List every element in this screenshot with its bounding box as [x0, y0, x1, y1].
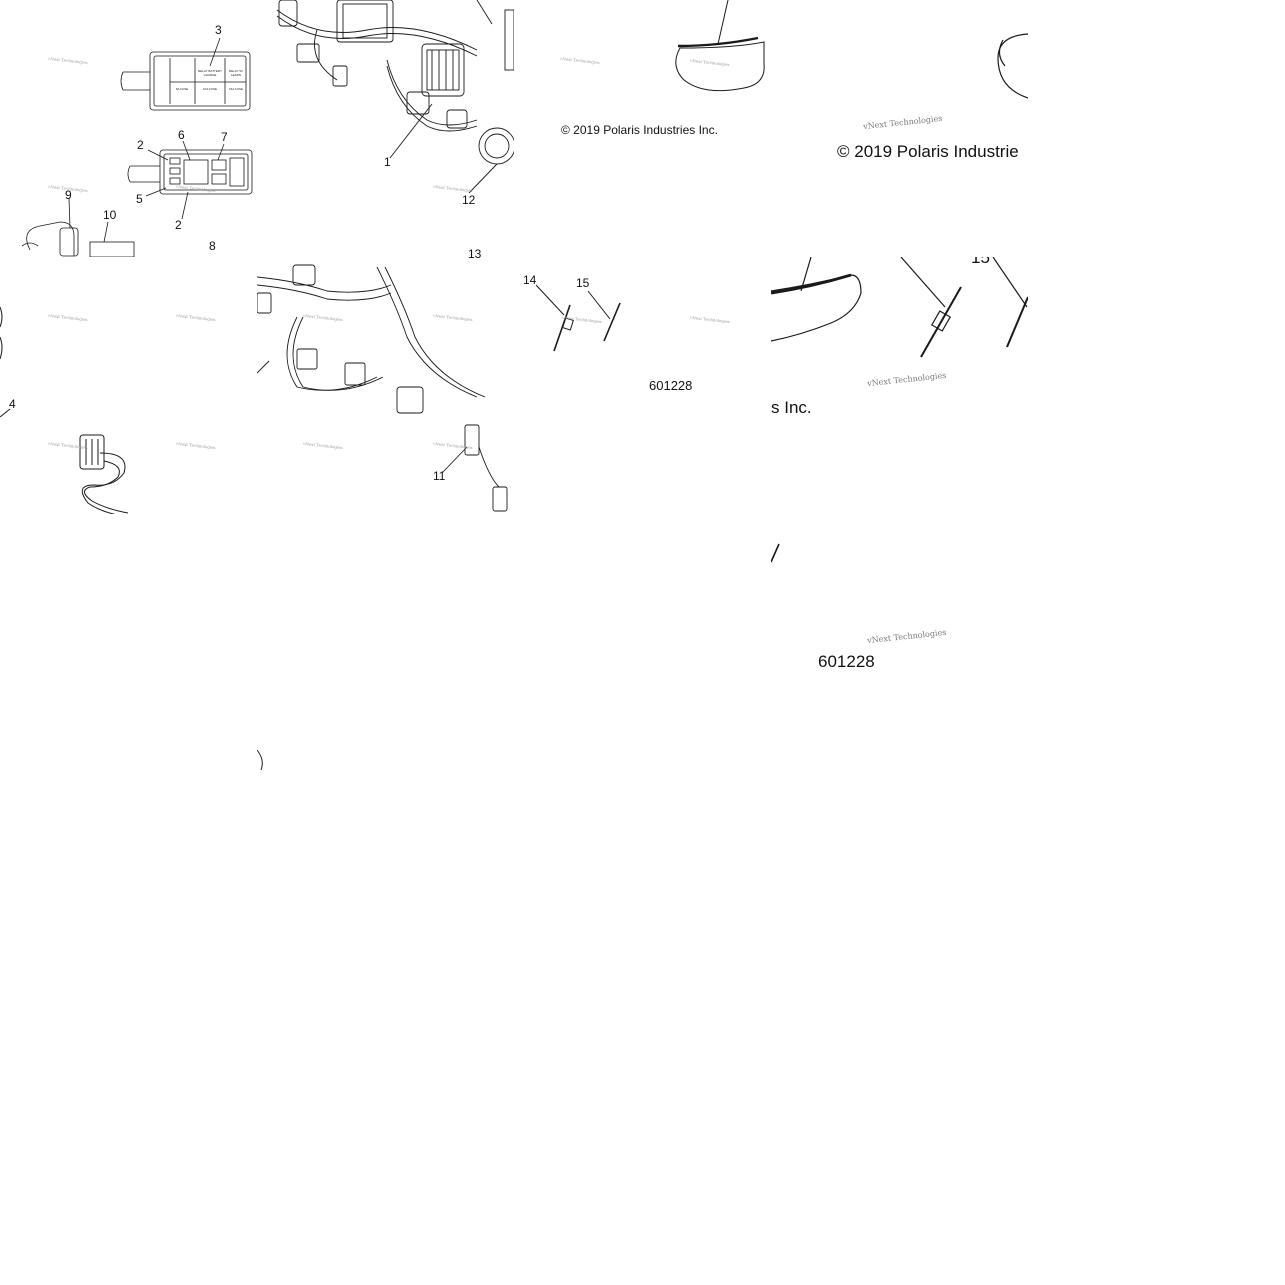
callout-9: 9	[65, 188, 72, 202]
callout-3: 3	[215, 23, 222, 37]
callout-1: 1	[384, 155, 391, 169]
fuse-label-3: 15A FUSE	[228, 87, 243, 91]
callout-4: 4	[9, 397, 16, 411]
callout-6: 6	[178, 128, 185, 142]
callout-13: 13	[468, 247, 482, 261]
callout-14: 14	[523, 273, 537, 287]
tile-connector: 4 vNext Technologies vNext Technologies …	[0, 257, 257, 514]
callout-10: 10	[103, 208, 117, 222]
harness-fragment	[257, 749, 263, 770]
callout-7: 7	[221, 130, 228, 144]
copyright-large-tail: s Inc.	[771, 398, 812, 417]
copyright-large: © 2019 Polaris Industrie	[837, 142, 1019, 161]
callout-12: 12	[462, 193, 476, 207]
tile-cable-ties: 14 15 vNext Technologies vNext Technolog…	[514, 257, 771, 514]
tile-harness-top: 1 12 vNext Technologies	[257, 0, 514, 257]
fuse-label-relay-5v: RELAY 5V LEARN	[228, 69, 244, 77]
copyright-small: © 2019 Polaris Industries Inc.	[561, 123, 718, 137]
tile-conduit-small: vNext Technologies vNext Technologies © …	[514, 0, 771, 257]
cable-ties-drawing	[535, 284, 621, 352]
figure-number-small: 601228	[649, 378, 693, 393]
callout-15-zoom: 15	[971, 257, 990, 267]
tile-zoom-figure: vNext Technologies 601228	[771, 514, 1028, 771]
figure-number-large: 601228	[818, 652, 875, 671]
callout-11: 11	[433, 469, 446, 483]
callout-5: 5	[136, 192, 143, 206]
tile-conduit-large: vNext Technologies © 2019 Polaris Indust…	[771, 0, 1028, 257]
fuse-label-2: 10A FUSE	[202, 87, 217, 91]
fuse-box-drawing	[21, 37, 253, 257]
harness-top-drawing	[276, 0, 514, 194]
zoom-tie-end-drawing	[771, 543, 780, 563]
conduit-small-drawing	[675, 0, 765, 92]
callout-2-top: 2	[137, 138, 144, 152]
tile-zoom-ties: 15 vNext Technologies s Inc.	[771, 257, 1028, 514]
harness-bottom-drawing	[257, 264, 508, 512]
zoom-ties-drawing	[771, 257, 1028, 358]
callout-8: 8	[209, 239, 216, 253]
connector-drawing	[0, 306, 129, 514]
fuse-label-relay-battery: RELAY BATTERY CHARGE	[198, 69, 222, 77]
tile-harness-bottom: 11 vNext Technologies vNext Technologies…	[257, 257, 514, 514]
tile-fuse-box: 3 2 6 7 5 2 9 10 8 RELAY BATTERY CHARGE …	[0, 0, 257, 257]
callout-15: 15	[576, 276, 590, 290]
conduit-large-drawing	[997, 33, 1028, 99]
callout-2-bottom: 2	[175, 218, 182, 232]
fuse-label-1: 5A FUSE	[175, 87, 189, 91]
